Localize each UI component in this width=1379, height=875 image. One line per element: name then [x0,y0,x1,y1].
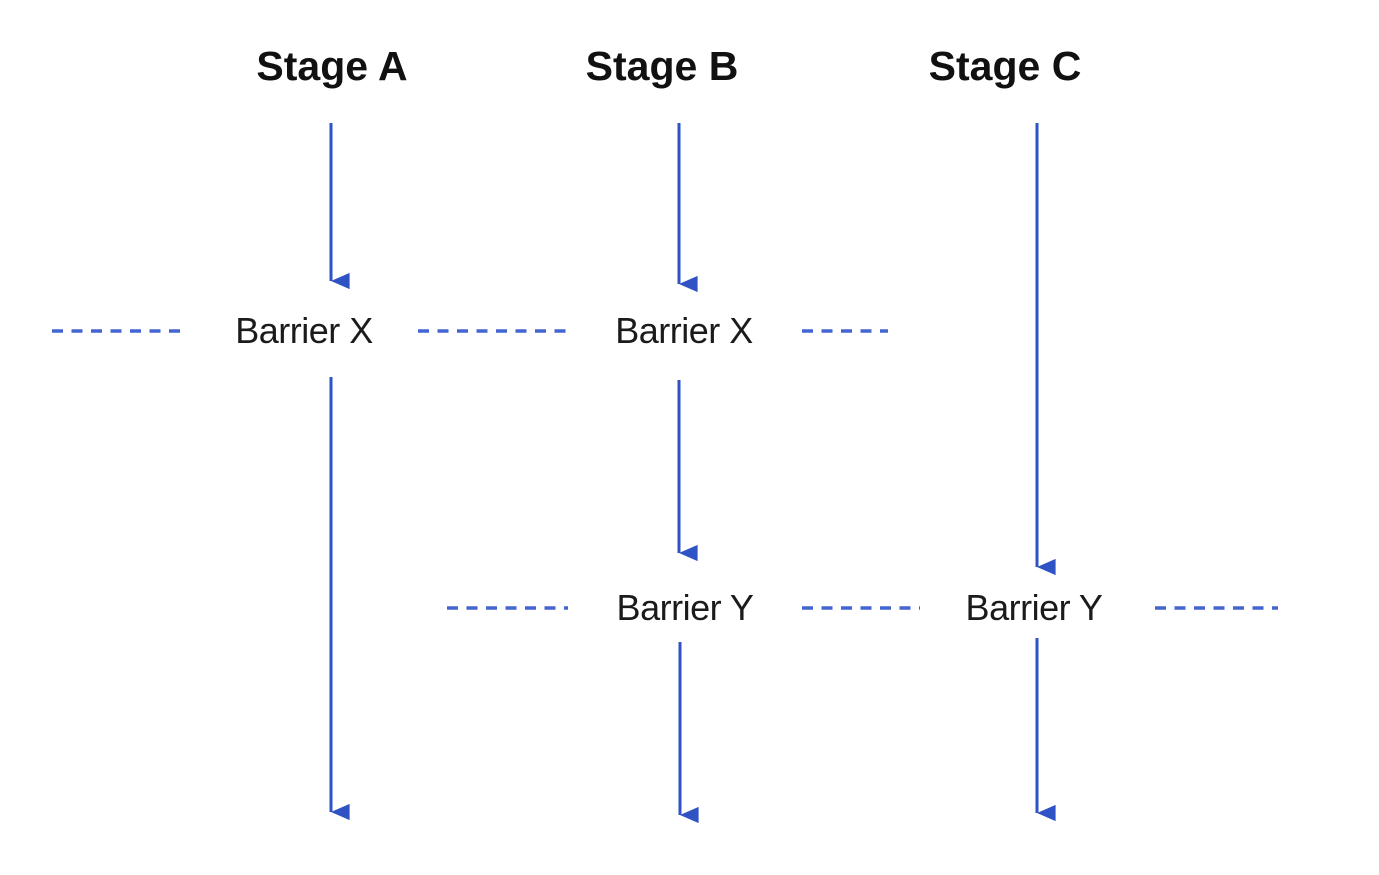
barrier-x-label-2: Barrier X [615,310,753,352]
stage-a-title: Stage A [256,43,408,89]
barrier-y-label-1: Barrier Y [616,587,754,629]
stage-c-title: Stage C [928,43,1082,89]
barrier-x-label-1: Barrier X [235,310,373,352]
stage-b-title: Stage B [585,43,739,89]
barrier-y-label-2: Barrier Y [965,587,1103,629]
